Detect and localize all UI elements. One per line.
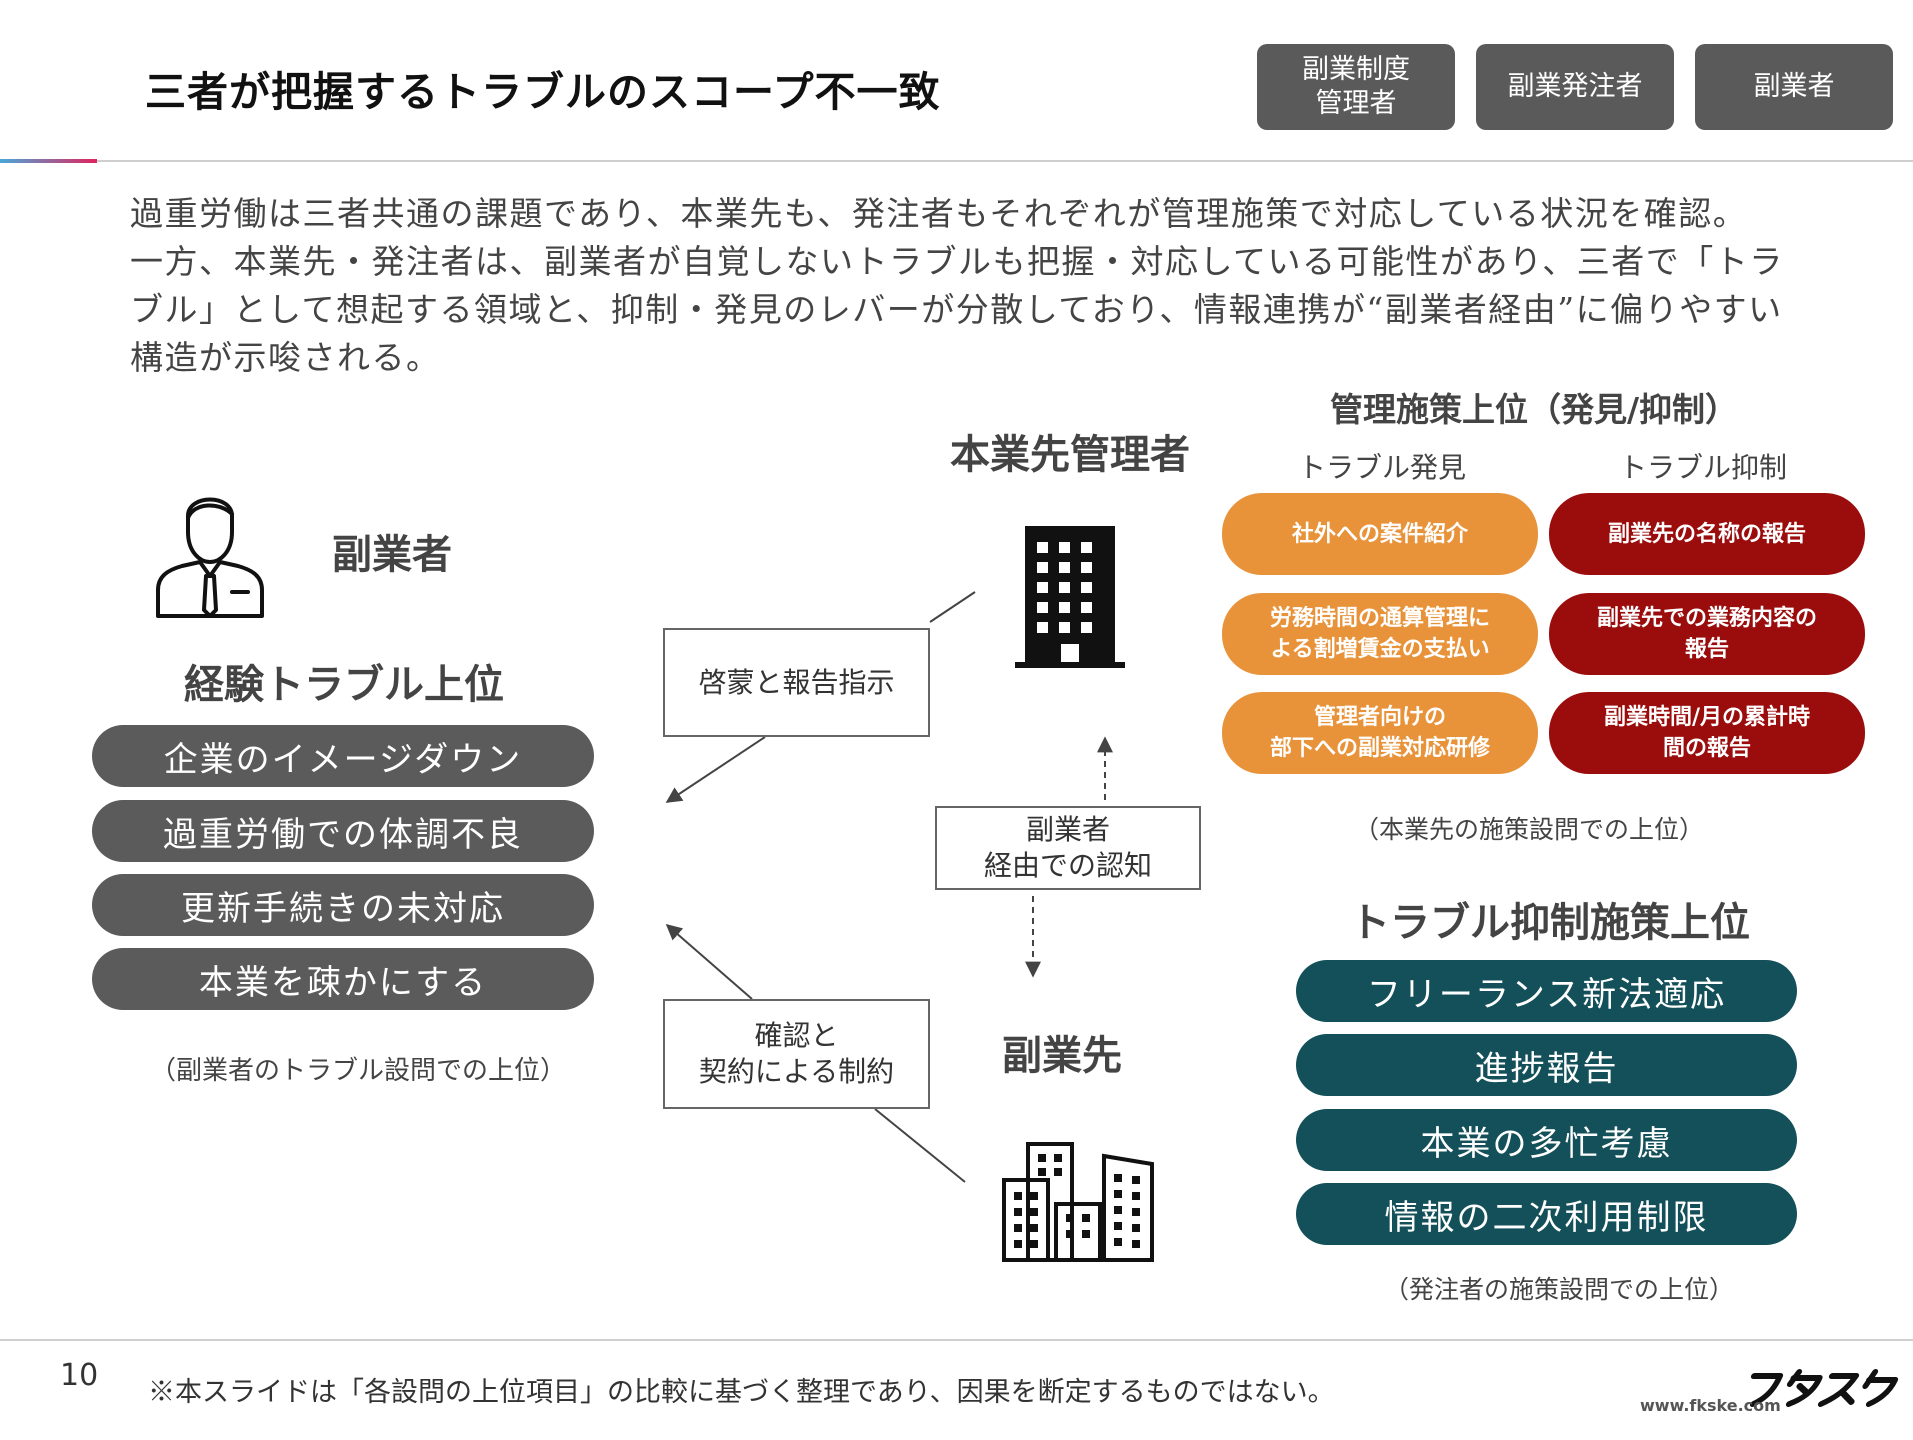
intro-line: 一方、本業先・発注者は、副業者が自覚しないトラブルも把握・対応している可能性があ… — [130, 242, 1784, 281]
box-line: 契約による制約 — [698, 1055, 895, 1088]
detect-column-label: トラブル発見 — [1298, 451, 1467, 484]
suppression-item: フリーランス新法適応 — [1296, 960, 1797, 1022]
tag-orderer: 副業発注者 — [1476, 44, 1674, 130]
suppression-item: 情報の二次利用制限 — [1296, 1183, 1797, 1245]
page-title: 三者が把握するトラブルのスコープ不一致 — [145, 68, 941, 116]
footer-divider — [0, 1339, 1913, 1341]
measure-line: よる割増賃金の支払い — [1270, 636, 1490, 662]
box-line: 副業者 — [1025, 813, 1110, 846]
office-building-icon — [1015, 526, 1125, 668]
trouble-item: 過重労働での体調不良 — [92, 800, 594, 862]
detect-measure: 社外への案件紹介 — [1222, 493, 1538, 575]
suppress-measure: 副業先の名称の報告 — [1549, 493, 1865, 575]
experience-trouble-title: 経験トラブル上位 — [184, 661, 504, 708]
tag-side-job-manager: 副業制度管理者 — [1257, 44, 1455, 130]
intro-line: ブル」として想起する領域と、抑制・発見のレバーが分散しており、情報連携が“副業者… — [130, 290, 1783, 329]
measure-line: 間の報告 — [1662, 735, 1751, 761]
measures-title: 管理施策上位（発見/抑制） — [1330, 390, 1739, 429]
suppress-measure: 副業先での業務内容の報告 — [1549, 593, 1865, 675]
detect-measure: 労務時間の通算管理による割増賃金の支払い — [1222, 593, 1538, 675]
intro-text: 過重労働は三者共通の課題であり、本業先も、発注者もそれぞれが管理施策で対応してい… — [130, 190, 1850, 382]
suppression-item: 進捗報告 — [1296, 1034, 1797, 1096]
tag-line: 管理者 — [1315, 88, 1397, 119]
trouble-item: 本業を疎かにする — [92, 948, 594, 1010]
suppress-column-label: トラブル抑制 — [1619, 451, 1788, 484]
company-buildings-icon — [1002, 1142, 1154, 1262]
measure-line: 管理者向けの — [1313, 704, 1446, 730]
intro-line: 過重労働は三者共通の課題であり、本業先も、発注者もそれぞれが管理施策で対応してい… — [130, 194, 1748, 233]
enlightenment-box: 啓蒙と報告指示 — [663, 628, 930, 737]
box-line: 啓蒙と報告指示 — [698, 665, 895, 699]
box-line: 確認と — [754, 1019, 839, 1052]
header-accent — [0, 159, 97, 163]
measure-line: 社外への案件紹介 — [1291, 520, 1468, 547]
tag-line: 副業者 — [1753, 71, 1835, 102]
measure-line: 副業先での業務内容の — [1596, 605, 1817, 631]
footnote: ※本スライドは「各設問の上位項目」の比較に基づく整理であり、因果を断定するもので… — [148, 1377, 1335, 1408]
suppression-item: 本業の多忙考慮 — [1296, 1109, 1797, 1171]
main-employer-manager-label: 本業先管理者 — [950, 431, 1190, 478]
measures-note: （本業先の施策設問での上位） — [1354, 815, 1705, 844]
suppression-title: トラブル抑制施策上位 — [1350, 899, 1750, 946]
contract-box: 確認と契約による制約 — [663, 999, 930, 1109]
measure-line: 副業先の名称の報告 — [1607, 520, 1806, 547]
worker-note: （副業者のトラブル設問での上位） — [150, 1056, 567, 1086]
tag-line: 副業制度 — [1302, 54, 1410, 85]
measure-line: 部下への副業対応研修 — [1269, 735, 1490, 761]
website-url: www.fkske.com — [1640, 1396, 1781, 1415]
tag-side-worker: 副業者 — [1695, 44, 1893, 130]
trouble-item: 企業のイメージダウン — [92, 725, 594, 787]
box-line: 経由での認知 — [983, 849, 1152, 882]
via-worker-box: 副業者経由での認知 — [935, 806, 1201, 890]
suppress-measure: 副業時間/月の累計時間の報告 — [1549, 692, 1865, 774]
trouble-item: 更新手続きの未対応 — [92, 874, 594, 936]
measure-line: 副業時間/月の累計時 — [1603, 704, 1811, 730]
intro-line: 構造が示唆される。 — [130, 338, 441, 377]
measure-line: 労務時間の通算管理に — [1269, 605, 1490, 631]
suppression-note: （発注者の施策設問での上位） — [1384, 1275, 1735, 1304]
page-number: 10 — [60, 1358, 99, 1393]
fukusuke-logo — [1749, 1369, 1899, 1407]
detect-measure: 管理者向けの部下への副業対応研修 — [1222, 692, 1538, 774]
header-divider — [0, 160, 1913, 162]
tag-line: 副業発注者 — [1507, 71, 1643, 102]
measure-line: 報告 — [1684, 636, 1729, 662]
side-job-company-label: 副業先 — [1002, 1032, 1122, 1079]
worker-label: 副業者 — [332, 531, 452, 578]
businessman-icon — [156, 497, 264, 618]
